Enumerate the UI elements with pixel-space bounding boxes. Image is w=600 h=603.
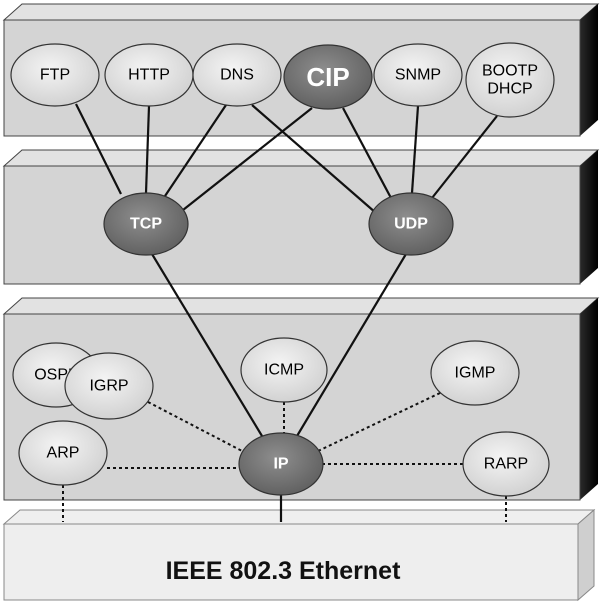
- rarp-ellipse: [462, 431, 550, 497]
- bootp-label: DHCP: [487, 81, 532, 98]
- arp-node: ARP: [18, 420, 108, 486]
- edge-dns-udp: [251, 104, 377, 214]
- udp-label: UDP: [394, 216, 428, 233]
- dns-node: DNS: [192, 43, 282, 107]
- network-layer-side: [580, 298, 598, 500]
- cip-label: CIP: [306, 62, 349, 92]
- icmp-node: ICMP: [240, 337, 328, 403]
- edge-dns-tcp: [164, 104, 227, 197]
- link-layer-side: [577, 508, 595, 602]
- ip-label: IP: [273, 456, 288, 473]
- ftp-label: FTP: [40, 67, 70, 84]
- application-layer-side: [580, 4, 598, 136]
- edge-igmp-ip: [315, 392, 441, 453]
- tcp-label: TCP: [130, 216, 162, 233]
- arp-label: ARP: [47, 445, 80, 462]
- transport-layer-slab: [2, 149, 600, 285]
- ip-ellipse: [238, 432, 324, 496]
- bootp-label: BOOTP: [482, 62, 538, 79]
- edge-http-tcp: [144, 105, 151, 194]
- icmp-ellipse: [240, 337, 328, 403]
- igrp-node: IGRP: [64, 352, 154, 420]
- edge-cip-udp: [342, 107, 392, 199]
- http-node: HTTP: [104, 43, 194, 107]
- tcp-node: TCP: [103, 192, 189, 256]
- http-label: HTTP: [128, 67, 170, 84]
- transport-layer-top: [2, 149, 600, 167]
- arp-ellipse: [18, 420, 108, 486]
- ip-node: IP: [238, 432, 324, 496]
- edge-cip-tcp: [182, 107, 313, 211]
- tcp-ellipse: [103, 192, 189, 256]
- rarp-label: RARP: [484, 456, 528, 473]
- bootp-node: BOOTP DHCP: [465, 42, 555, 118]
- icmp-label: ICMP: [264, 362, 304, 379]
- connection-lines: [62, 103, 507, 522]
- edge-igrp-ip: [147, 401, 245, 453]
- snmp-node: SNMP: [373, 43, 463, 107]
- transport-layer-front: [3, 165, 581, 285]
- network-layer-top: [2, 297, 600, 315]
- snmp-label: SNMP: [395, 67, 441, 84]
- igrp-label: IGRP: [89, 378, 128, 395]
- dns-label: DNS: [220, 67, 254, 84]
- bootp-ellipse: [465, 42, 555, 118]
- udp-node: UDP: [368, 192, 454, 256]
- edge-tcp-ip: [151, 253, 263, 437]
- transport-layer-side: [580, 150, 598, 284]
- edge-snmp-udp: [410, 105, 420, 194]
- ftp-ellipse: [10, 43, 100, 107]
- edge-ftp-tcp: [75, 103, 122, 195]
- link-layer-front: [3, 523, 579, 601]
- rarp-node: RARP: [462, 431, 550, 497]
- udp-ellipse: [368, 192, 454, 256]
- application-layer-top: [2, 3, 600, 21]
- igmp-label: IGMP: [455, 365, 496, 382]
- igmp-node: IGMP: [430, 340, 520, 406]
- dns-ellipse: [192, 43, 282, 107]
- snmp-ellipse: [373, 43, 463, 107]
- edge-udp-ip: [296, 253, 407, 437]
- ftp-node: FTP: [10, 43, 100, 107]
- cip-ellipse: [283, 44, 373, 110]
- cip-node: CIP: [283, 44, 373, 110]
- link-layer-slab: IEEE 802.3 Ethernet: [2, 508, 596, 602]
- igmp-ellipse: [430, 340, 520, 406]
- ethernet-label: IEEE 802.3 Ethernet: [166, 557, 402, 585]
- edge-bootp-udp: [431, 115, 498, 199]
- igrp-ellipse: [64, 352, 154, 420]
